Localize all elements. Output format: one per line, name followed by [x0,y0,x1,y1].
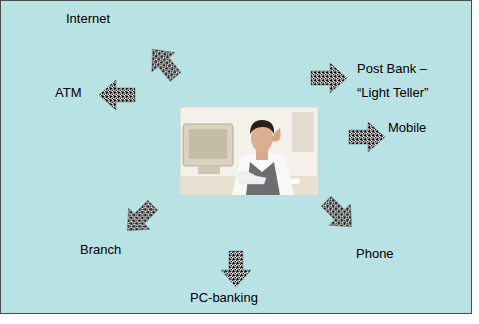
channel-label: ATM [55,85,105,101]
channel-label: Mobile [388,120,458,136]
channel-label: PC-banking [190,290,290,306]
banker-photo [180,107,318,195]
channel-label: Branch [80,242,150,258]
channel-label: Internet [66,11,146,27]
channel-label: Phone [356,246,426,262]
channel-label: Post Bank – “Light Teller” [357,57,457,105]
channel-arrows [99,40,385,287]
background-panel [1,1,472,314]
